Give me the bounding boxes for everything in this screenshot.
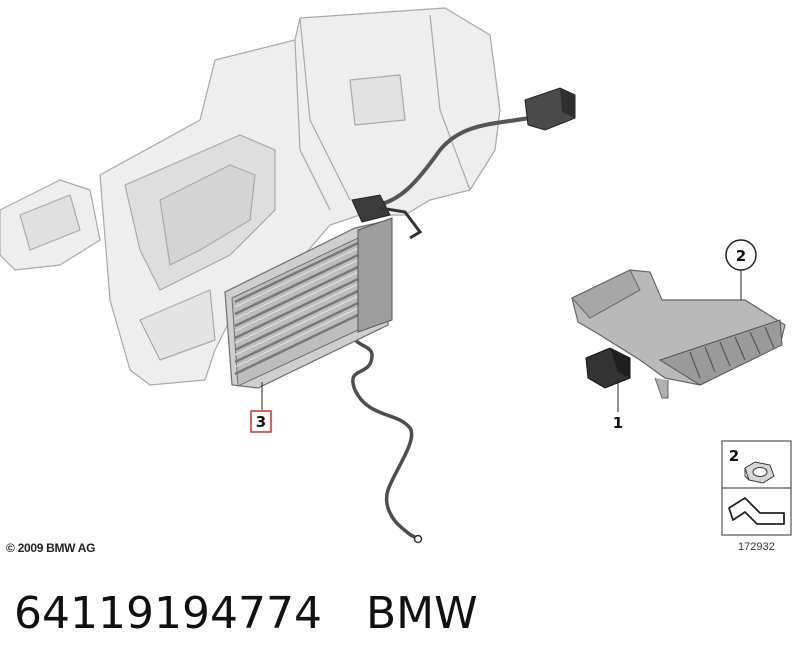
- part-1-callout[interactable]: 1: [613, 414, 623, 432]
- hex-nut-icon: [744, 461, 775, 484]
- duct-connector: [585, 347, 631, 389]
- part-2-callout-circle: [725, 239, 757, 271]
- legend-box: 2: [721, 440, 792, 536]
- part-caption: 64119194774 BMW: [14, 588, 478, 639]
- diagram-reference-number: 172932: [738, 541, 775, 553]
- part-number: 64119194774: [14, 588, 322, 639]
- ground-cable: [351, 333, 420, 540]
- air-duct: [571, 269, 786, 399]
- hvac-housing: [0, 7, 501, 386]
- leader-lines: [261, 270, 742, 412]
- legend-item-2-label: 2: [729, 447, 739, 465]
- parts-diagram: 3 2 1 2: [0, 7, 792, 544]
- part-3-callout[interactable]: 3: [256, 413, 266, 431]
- copyright-notice: © 2009 BMW AG: [6, 541, 96, 555]
- upper-wiring-harness: [376, 113, 547, 207]
- electric-heater-element: [224, 194, 423, 389]
- tool-arrow-icon: [728, 497, 785, 525]
- upper-connector: [524, 87, 576, 131]
- ground-eyelet: [413, 534, 423, 544]
- brand-name: BMW: [365, 588, 478, 639]
- part-2-callout[interactable]: 2: [736, 247, 746, 265]
- part-3-highlight-box: [250, 410, 272, 433]
